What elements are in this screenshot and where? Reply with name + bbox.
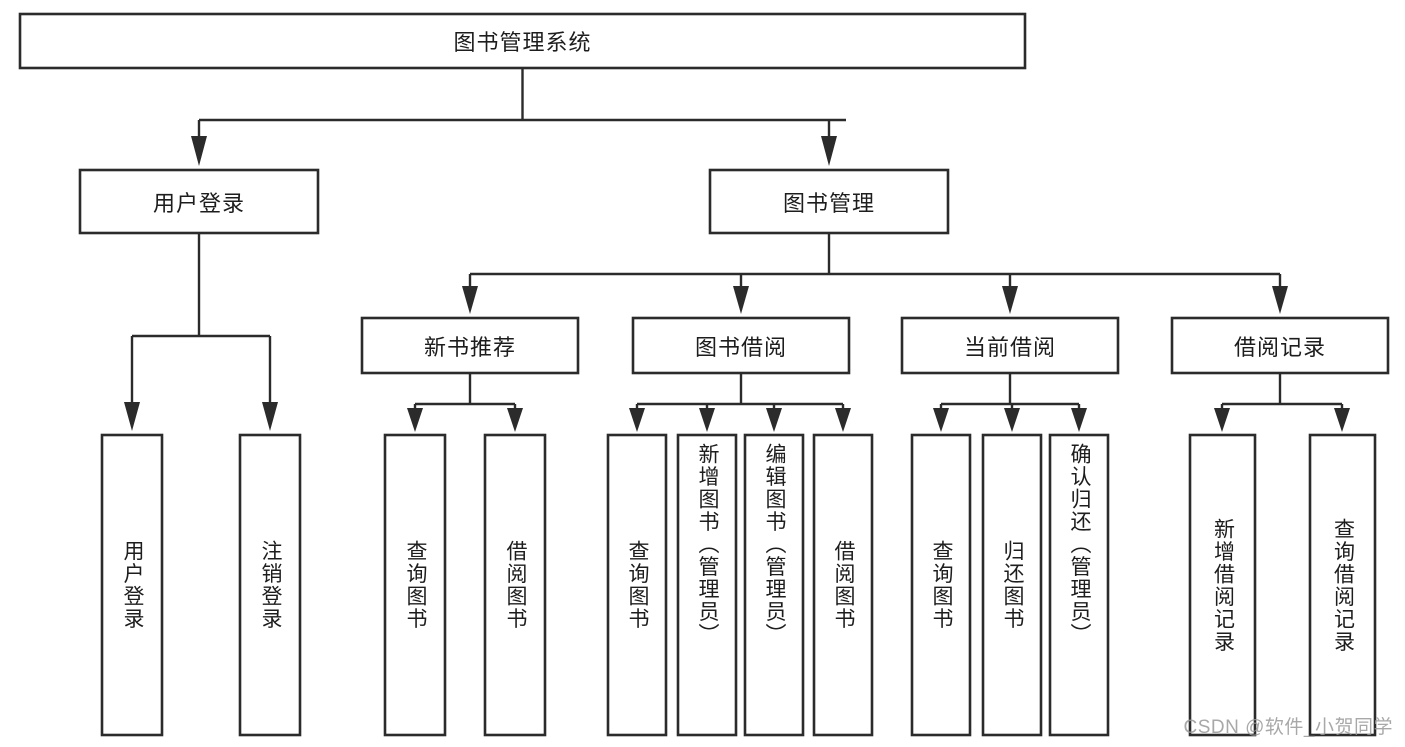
- arrowhead-newbook-leaf-2: [507, 408, 523, 432]
- arrowhead-bookborrow-leaf-4: [835, 408, 851, 432]
- arrowhead-user-login: [191, 136, 207, 166]
- node-box-user-login[interactable]: [78, 168, 320, 235]
- arrowhead-currentborrow-leaf-2: [1004, 408, 1020, 432]
- leaf-box-6[interactable]: [743, 433, 805, 737]
- node-box-book-management[interactable]: [708, 168, 950, 235]
- arrowhead-bookborrow-leaf-1: [629, 408, 645, 432]
- leaf-box-9[interactable]: [981, 433, 1043, 737]
- leaf-box-10[interactable]: [1048, 433, 1110, 737]
- arrowhead-borrowrecord-leaf-1: [1214, 408, 1230, 432]
- arrowhead-new-book-rec: [462, 286, 478, 314]
- arrowhead-borrow-record: [1272, 286, 1288, 314]
- connector-group-current-borrow: [933, 373, 1087, 432]
- node-box-current-borrow[interactable]: [900, 316, 1120, 375]
- leaf-box-2[interactable]: [383, 433, 447, 737]
- leaf-box-1[interactable]: [238, 433, 302, 737]
- arrowhead-currentborrow-leaf-1: [933, 408, 949, 432]
- leaf-box-4[interactable]: [606, 433, 668, 737]
- connector-group-new-book-rec: [407, 373, 523, 432]
- connector-group-root: [191, 68, 846, 166]
- node-box-book-borrow[interactable]: [631, 316, 851, 375]
- arrowhead-book-borrow: [733, 286, 749, 314]
- leaf-box-3[interactable]: [483, 433, 547, 737]
- node-box-root[interactable]: [18, 12, 1027, 70]
- leaf-box-7[interactable]: [812, 433, 874, 737]
- leaf-box-8[interactable]: [910, 433, 972, 737]
- connector-group-book-borrow: [629, 373, 851, 432]
- arrowhead-currentborrow-leaf-3: [1071, 408, 1087, 432]
- node-box-new-book-recommend[interactable]: [360, 316, 580, 375]
- leaf-box-12[interactable]: [1308, 433, 1377, 737]
- connector-group-user-login: [124, 233, 278, 431]
- arrowhead-borrowrecord-leaf-2: [1334, 408, 1350, 432]
- arrowhead-bookborrow-leaf-3: [766, 408, 782, 432]
- arrowhead-newbook-leaf-1: [407, 408, 423, 432]
- arrowhead-current-borrow: [1002, 286, 1018, 314]
- leaf-box-0[interactable]: [100, 433, 164, 737]
- connector-group-book-mgmt: [462, 233, 1288, 314]
- leaf-box-5[interactable]: [676, 433, 738, 737]
- connector-group-borrow-record: [1214, 373, 1350, 432]
- arrowhead-book-mgmt: [821, 136, 837, 166]
- arrowhead-leaf-logout: [262, 402, 278, 431]
- node-box-borrow-record[interactable]: [1170, 316, 1390, 375]
- arrowhead-bookborrow-leaf-2: [699, 408, 715, 432]
- leaf-box-11[interactable]: [1188, 433, 1257, 737]
- arrowhead-leaf-user-login: [124, 402, 140, 431]
